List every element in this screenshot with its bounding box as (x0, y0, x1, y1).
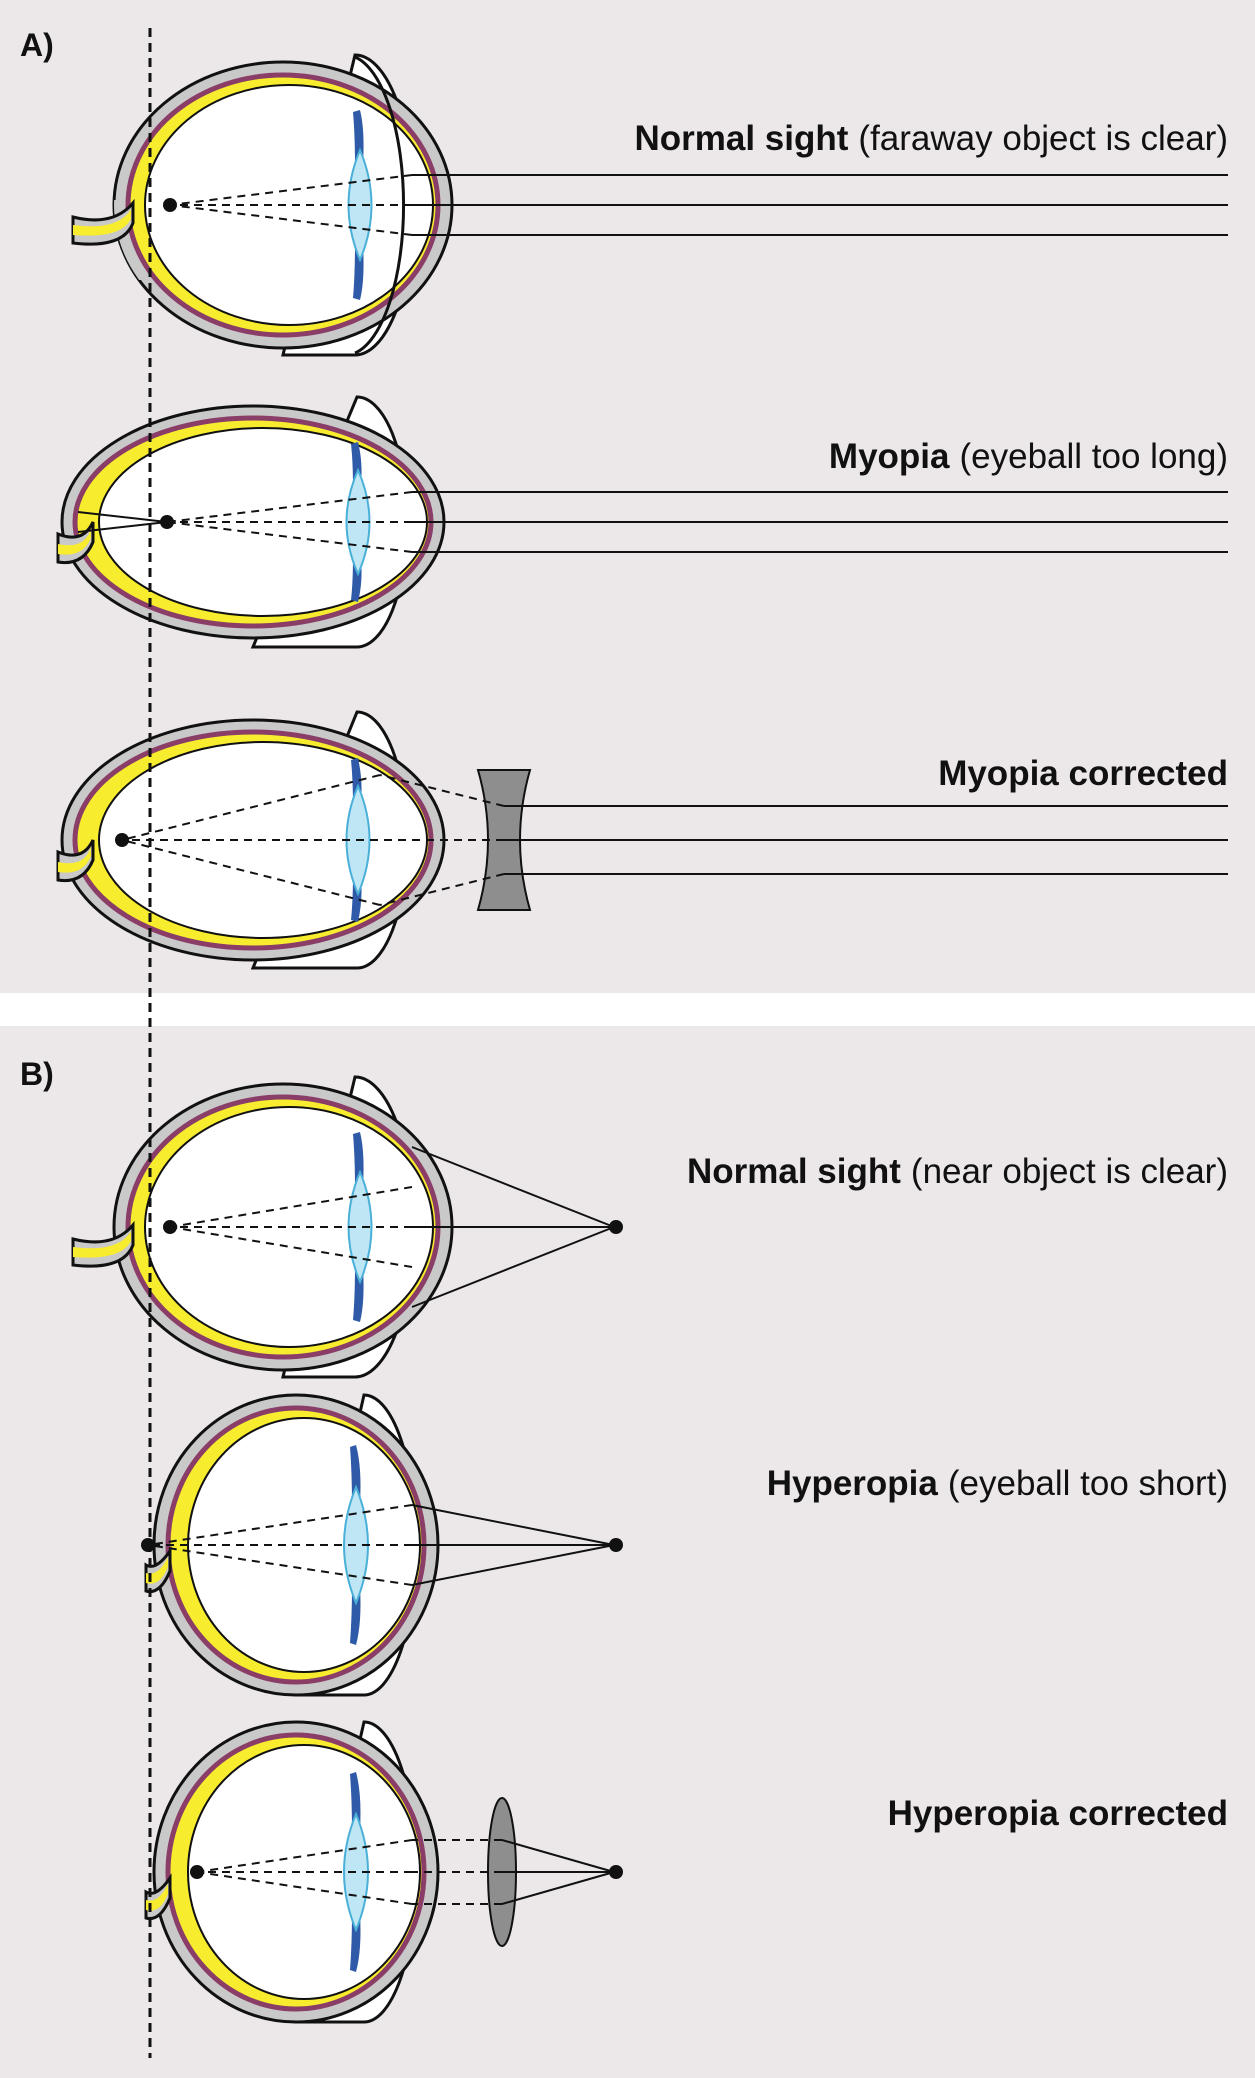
row-hyperopia-corrected: Hyperopia corrected (144, 1720, 1228, 2024)
light-rays (147, 1504, 615, 1586)
caption-title: Normal sight (635, 119, 849, 158)
light-rays (169, 174, 1228, 236)
focal-point (190, 1865, 204, 1879)
near-object-point (609, 1865, 623, 1879)
row-normal-near: Normal sight (near object is clear) (71, 1075, 1228, 1379)
row-hyperopia: Hyperopia(eyeball too short) (141, 1393, 1228, 1697)
caption-title: Normal sight (687, 1152, 901, 1191)
caption-note: (eyeball too long) (960, 437, 1229, 476)
caption-note: (near object is clear) (911, 1152, 1228, 1191)
light-rays (77, 491, 1228, 553)
focal-point (163, 1220, 177, 1234)
focal-point (163, 198, 177, 212)
eyeball-long (56, 395, 446, 649)
focal-point (115, 833, 129, 847)
panel-b-label: B) (20, 1056, 54, 1092)
caption-title: Myopia corrected (938, 754, 1228, 793)
caption-myopia: Myopia (eyeball too long) (829, 437, 1228, 476)
caption-normal-near: Normal sight (near object is clear) (687, 1152, 1228, 1191)
caption-title: Hyperopia (767, 1464, 939, 1503)
light-rays (169, 1146, 615, 1308)
caption-note: (faraway object is clear) (858, 119, 1228, 158)
near-object-point (609, 1538, 623, 1552)
focal-point (141, 1538, 155, 1552)
caption-normal-far: Normal sight(faraway object is clear) (635, 119, 1229, 158)
caption-note: (eyeball too short) (948, 1464, 1228, 1503)
eyeball-normal (71, 1075, 454, 1379)
light-rays (121, 774, 1228, 906)
caption-hyperopia-corrected: Hyperopia corrected (888, 1794, 1228, 1833)
caption-myopia-corrected: Myopia corrected (938, 754, 1228, 793)
panel-a-label: A) (20, 27, 54, 63)
row-normal-far: Normal sight(faraway object is clear) (71, 53, 1229, 357)
caption-title: Hyperopia corrected (888, 1794, 1228, 1833)
caption-hyperopia: Hyperopia(eyeball too short) (767, 1464, 1228, 1503)
near-object-point (609, 1220, 623, 1234)
row-myopia-corrected: Myopia corrected (56, 710, 1228, 970)
focal-point (160, 515, 174, 529)
light-rays (196, 1839, 615, 1905)
caption-title: Myopia (829, 437, 950, 476)
row-myopia: Myopia (eyeball too long) (56, 395, 1228, 649)
